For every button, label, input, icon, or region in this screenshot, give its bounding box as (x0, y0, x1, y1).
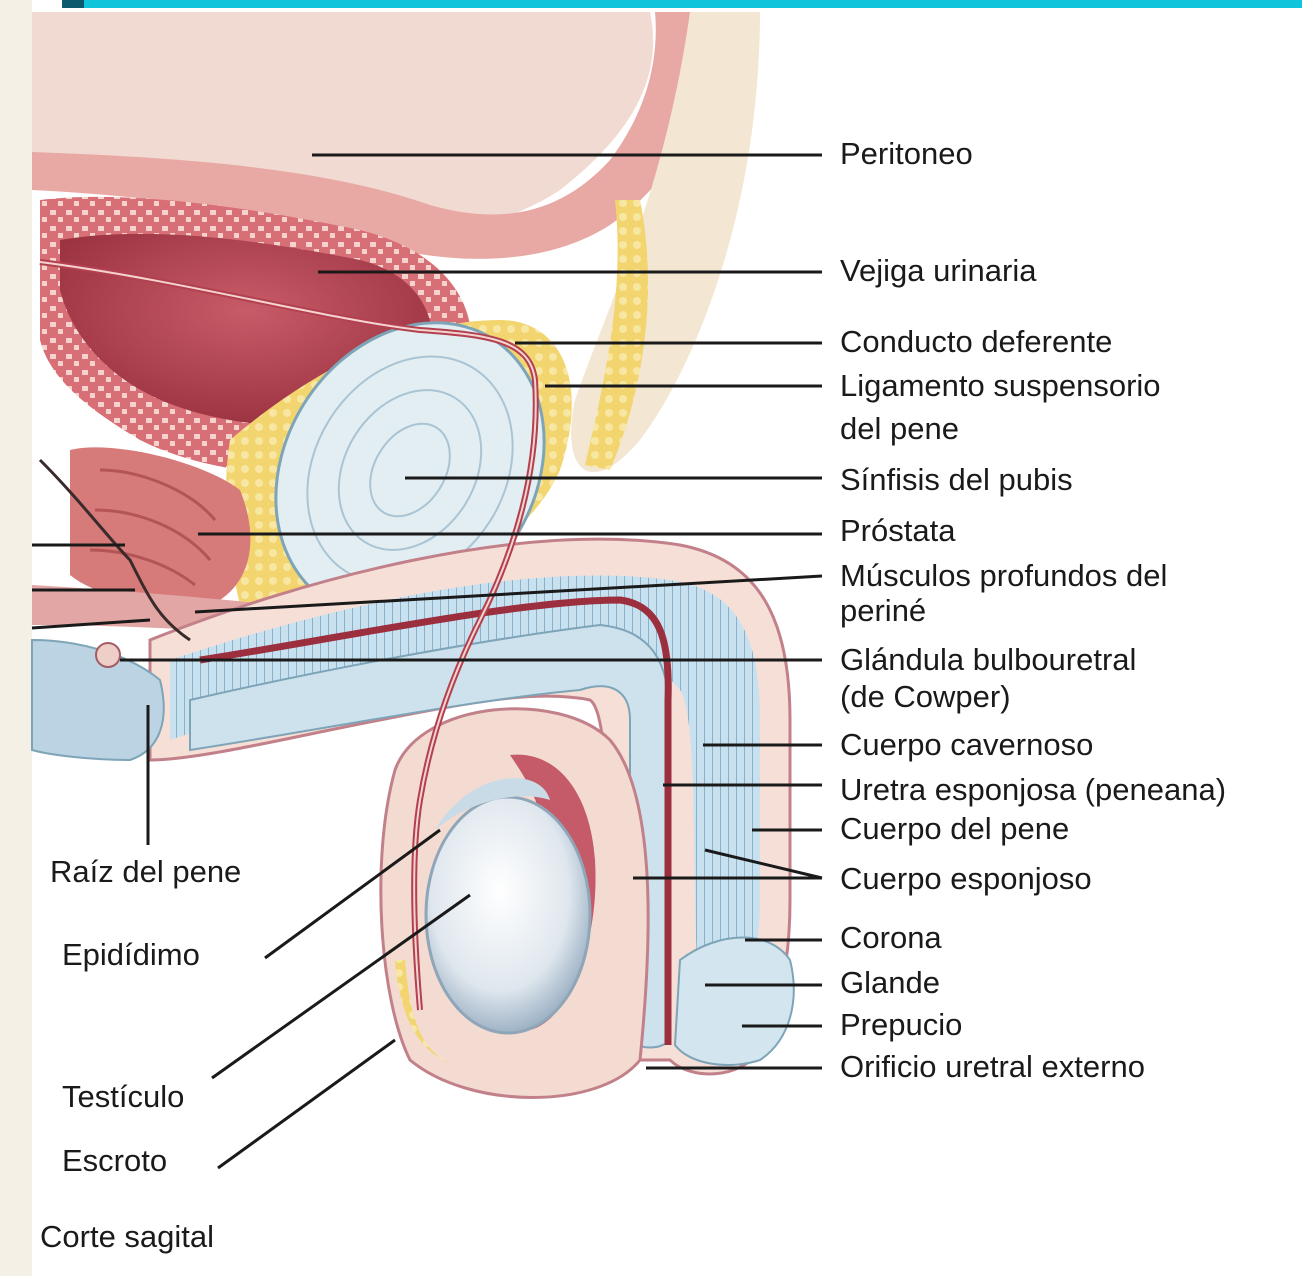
label-musculos-profundos: Músculos profundos del (840, 557, 1167, 594)
prostate (70, 447, 250, 603)
label-corona: Corona (840, 919, 942, 956)
label-cuerpo-esponjoso: Cuerpo esponjoso (840, 860, 1092, 897)
label-vejiga-urinaria: Vejiga urinaria (840, 252, 1036, 289)
label-testiculo: Testículo (62, 1078, 184, 1115)
caption-corte-sagital: Corte sagital (40, 1218, 214, 1255)
label-ligamento-suspensorio-line2: del pene (840, 410, 959, 447)
testis (426, 797, 590, 1033)
label-raiz-del-pene: Raíz del pene (50, 853, 241, 890)
glans (675, 938, 794, 1066)
label-glandula-bulbouretral: Glándula bulbouretral (840, 641, 1136, 678)
label-prepucio: Prepucio (840, 1006, 962, 1043)
label-peritoneo: Peritoneo (840, 135, 973, 172)
label-cuerpo-del-pene: Cuerpo del pene (840, 810, 1069, 847)
label-ligamento-suspensorio: Ligamento suspensorio (840, 367, 1161, 404)
label-uretra-esponjosa: Uretra esponjosa (peneana) (840, 771, 1226, 808)
label-cuerpo-cavernoso: Cuerpo cavernoso (840, 726, 1093, 763)
label-escroto: Escroto (62, 1142, 167, 1179)
bulbourethral-gland (96, 643, 120, 667)
label-glandula-bulbouretral-line2: (de Cowper) (840, 678, 1011, 715)
label-conducto-deferente: Conducto deferente (840, 323, 1112, 360)
label-glande: Glande (840, 964, 940, 1001)
label-orificio-uretral-externo: Orificio uretral externo (840, 1048, 1145, 1085)
label-sinfisis-pubis: Sínfisis del pubis (840, 461, 1073, 498)
label-epididimo: Epidídimo (62, 936, 200, 973)
label-prostata: Próstata (840, 512, 955, 549)
label-musculos-profundos-line2: periné (840, 592, 926, 629)
